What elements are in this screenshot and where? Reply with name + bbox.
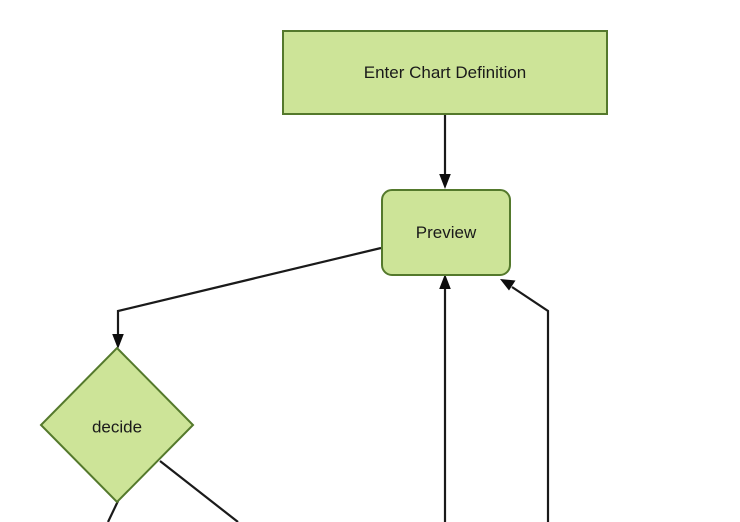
node-enter-chart-definition[interactable]: Enter Chart Definition bbox=[282, 30, 608, 115]
node-label-enter-chart-definition: Enter Chart Definition bbox=[364, 63, 527, 82]
edge-return-right-to-preview bbox=[500, 279, 550, 522]
arrowhead-up-icon bbox=[439, 274, 451, 289]
edge-preview-to-decide bbox=[112, 246, 382, 349]
node-label-preview: Preview bbox=[416, 223, 477, 242]
node-shape-diamond bbox=[39, 346, 195, 504]
node-decide[interactable]: decide bbox=[39, 346, 195, 504]
edge-decide-out-right bbox=[159, 460, 239, 522]
edge-line bbox=[116, 246, 382, 336]
edge-line bbox=[107, 500, 119, 522]
arrowhead-down-icon bbox=[112, 334, 124, 349]
arrowhead-down-icon bbox=[439, 174, 451, 189]
node-shape-rectangle bbox=[282, 30, 608, 115]
edge-enter-to-preview bbox=[439, 114, 451, 189]
node-label-decide: decide bbox=[92, 417, 142, 436]
edge-line bbox=[511, 286, 550, 522]
edge-decide-out-left bbox=[107, 500, 119, 522]
edge-line bbox=[159, 460, 239, 522]
node-shape-rounded-rectangle bbox=[381, 189, 511, 276]
node-preview[interactable]: Preview bbox=[381, 189, 511, 276]
edge-return-center-to-preview bbox=[439, 274, 451, 522]
arrowhead-upleft-icon bbox=[500, 279, 516, 291]
